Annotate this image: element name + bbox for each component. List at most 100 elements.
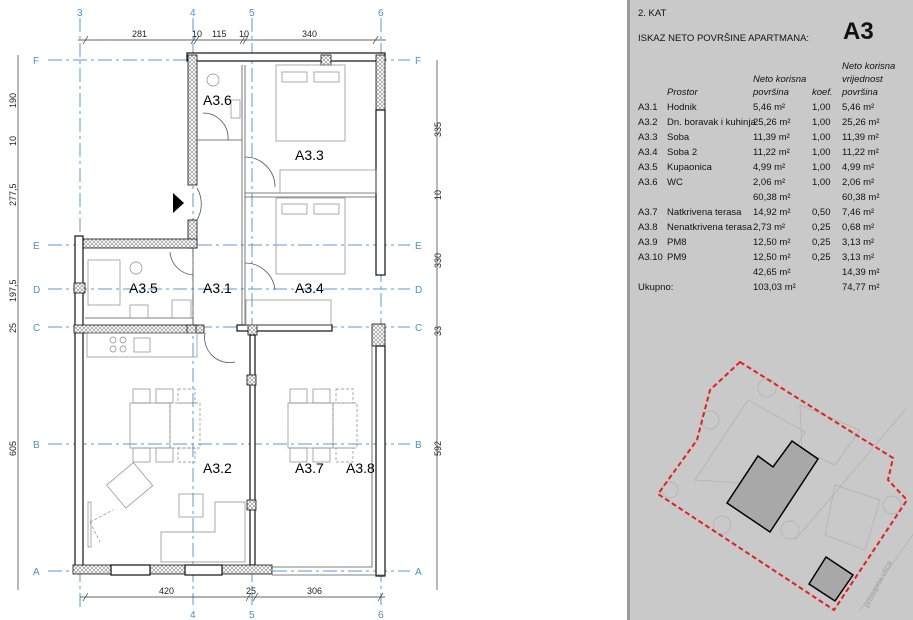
building-footprint bbox=[725, 439, 820, 534]
dim-top: 115 bbox=[212, 29, 226, 39]
dim-top: 281 bbox=[132, 29, 147, 39]
table-cell-code: A3.9 bbox=[638, 237, 658, 248]
table-cell-value: 11,22 m² bbox=[842, 147, 879, 158]
grid-row-label: E bbox=[33, 241, 40, 252]
site-plan: pristupna ulica bbox=[656, 360, 913, 612]
header-net-value: površina bbox=[842, 87, 878, 98]
table-cell-value: 14,39 m² bbox=[842, 267, 880, 278]
dim-right: 330 bbox=[433, 253, 443, 268]
grid-col-label: 5 bbox=[249, 610, 255, 620]
table-cell-value: 7,46 m² bbox=[842, 207, 875, 218]
table-cell-coef: 1,00 bbox=[812, 132, 831, 143]
dim-bottom: 25 bbox=[246, 586, 256, 596]
bed-icon bbox=[275, 64, 346, 142]
dining-table bbox=[129, 402, 171, 449]
table-cell-name: PM9 bbox=[667, 252, 687, 263]
table-cell-area: 4,99 m² bbox=[753, 162, 786, 173]
table-cell-name: Soba 2 bbox=[667, 147, 698, 158]
table-cell-area: 42,65 m² bbox=[753, 267, 791, 278]
table-cell-area: 14,92 m² bbox=[753, 207, 791, 218]
grid-row-label: B bbox=[33, 440, 40, 451]
table-cell-value: 2,06 m² bbox=[842, 177, 875, 188]
table-cell-area: 60,38 m² bbox=[753, 192, 791, 203]
table-cell-name: Nenatkrivena terasa bbox=[667, 222, 753, 233]
grid-row-label: A bbox=[415, 567, 422, 578]
sofa bbox=[160, 501, 246, 563]
table-cell-value: 3,13 m² bbox=[842, 237, 875, 248]
grid-row-label: F bbox=[415, 56, 421, 67]
floor-label: 2. KAT bbox=[638, 8, 667, 19]
table-cell-code: A3.8 bbox=[638, 222, 658, 233]
header-coef: koef. bbox=[812, 87, 833, 98]
grid-row-label: C bbox=[415, 323, 422, 334]
floor-plan: 3 4 5 6 4 5 6 F E D C B A F E D C B A 28… bbox=[8, 8, 443, 620]
room-label: A3.5 bbox=[129, 280, 158, 296]
table-cell-area: 12,50 m² bbox=[753, 252, 791, 263]
doors bbox=[169, 112, 276, 363]
table-cell-area: 5,46 m² bbox=[753, 102, 786, 113]
table-cell-value: 60,38 m² bbox=[842, 192, 880, 203]
coffee-table bbox=[178, 493, 204, 518]
table-cell-name: Natkrivena terasa bbox=[667, 207, 742, 218]
table-cell-area: 2,73 m² bbox=[753, 222, 786, 233]
grid-row-label: A bbox=[33, 567, 40, 578]
table-cell-area: 11,39 m² bbox=[753, 132, 790, 143]
room-label: A3.2 bbox=[203, 460, 232, 476]
dim-right: 592 bbox=[433, 441, 443, 456]
street-label: pristupna ulica bbox=[862, 559, 894, 609]
table-cell-value: 0,68 m² bbox=[842, 222, 875, 233]
table-cell-coef: 0,25 bbox=[812, 222, 831, 233]
grid-row-label: C bbox=[33, 323, 40, 334]
table-cell-name: PM8 bbox=[667, 237, 687, 248]
table-cell-value: 4,99 m² bbox=[842, 162, 875, 173]
table-cell-coef: 1,00 bbox=[812, 177, 831, 188]
table-cell-name: Soba bbox=[667, 132, 690, 143]
kitchen-counter bbox=[86, 332, 198, 358]
table-cell-coef: 1,00 bbox=[812, 102, 831, 113]
table-cell-area: 12,50 m² bbox=[753, 237, 791, 248]
grid-row-label: B bbox=[415, 440, 422, 451]
dim-left: 197,5 bbox=[8, 279, 18, 302]
wardrobe bbox=[245, 299, 332, 326]
table-cell-value: 25,26 m² bbox=[842, 117, 880, 128]
apartment-id: A3 bbox=[843, 18, 874, 45]
table-cell-value: 5,46 m² bbox=[842, 102, 875, 113]
room-label: A3.7 bbox=[295, 460, 324, 476]
table-cell-name: Dn. boravak i kuhinja bbox=[667, 117, 756, 128]
grid-col-label: 4 bbox=[190, 610, 196, 620]
dim-right: 10 bbox=[433, 190, 443, 200]
walls bbox=[72, 52, 386, 577]
wardrobe bbox=[279, 169, 377, 194]
room-labels: A3.6 A3.3 A3.5 A3.1 A3.4 A3.2 A3.7 A3.8 bbox=[129, 92, 375, 476]
table-heading: ISKAZ NETO POVRŠINE APARTMANA: bbox=[638, 33, 810, 44]
table-cell-code: Ukupno: bbox=[638, 282, 674, 293]
header-net-value: vrijednost bbox=[842, 74, 883, 85]
grid-row-label: F bbox=[33, 56, 39, 67]
table-cell-value: 11,39 m² bbox=[842, 132, 879, 143]
toilet-icon bbox=[129, 261, 143, 275]
room-label: A3.6 bbox=[203, 92, 232, 108]
shower-icon bbox=[87, 259, 121, 306]
grid-col-label: 5 bbox=[249, 8, 255, 19]
grid-row-label: D bbox=[415, 285, 422, 296]
table-cell-coef: 1,00 bbox=[812, 147, 831, 158]
dim-left: 605 bbox=[8, 441, 18, 456]
room-label: A3.4 bbox=[295, 280, 324, 296]
table-cell-name: Kupaonica bbox=[667, 162, 712, 173]
parking-footprint bbox=[807, 555, 855, 603]
table-cell-code: A3.5 bbox=[638, 162, 658, 173]
room-label: A3.8 bbox=[346, 460, 375, 476]
dim-right: 335 bbox=[433, 122, 443, 137]
table-cell-name: WC bbox=[667, 177, 683, 188]
grid-labels: 3 4 5 6 4 5 6 F E D C B A F E D C B A bbox=[33, 8, 422, 620]
header-space: Prostor bbox=[667, 87, 698, 98]
grid-col-label: 3 bbox=[77, 8, 83, 19]
entrance-arrow-icon bbox=[173, 193, 184, 213]
table-cell-code: A3.10 bbox=[638, 252, 663, 263]
dim-left: 277,5 bbox=[8, 183, 18, 206]
sink-icon bbox=[129, 304, 149, 319]
dimension-labels: 281 10 115 10 340 190 10 277,5 197,5 25 … bbox=[8, 29, 443, 596]
dining-table bbox=[287, 402, 334, 449]
header-net-value: Neto korisna bbox=[842, 61, 896, 72]
table-cell-coef: 0,25 bbox=[812, 252, 831, 263]
